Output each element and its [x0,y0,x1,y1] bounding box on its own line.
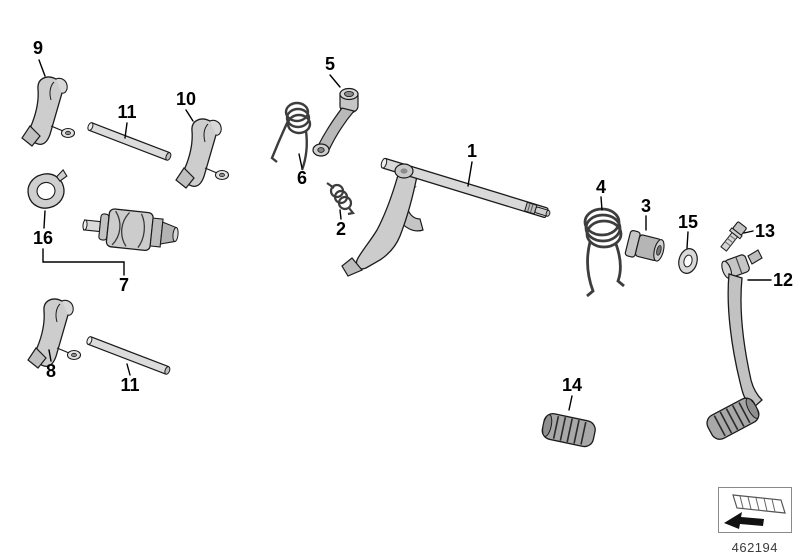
part-bolt-13 [720,221,747,252]
callout-6[interactable]: 6 [296,168,308,188]
part-torsion-spring-4 [583,207,625,298]
arrow-glyph [724,512,764,529]
callout-2[interactable]: 2 [335,219,347,239]
part-shift-drum-7 [82,208,179,252]
callout-1[interactable]: 1 [466,141,478,161]
thumbnail-graphic [724,494,786,529]
part-rubber-peg-14 [539,411,598,450]
callout-4[interactable]: 4 [595,177,607,197]
part-washer-15 [678,248,698,274]
part-shift-rod-11-top [86,121,173,162]
callout-14[interactable]: 14 [561,375,583,395]
callout-11-bottom[interactable]: 11 [120,375,140,395]
callout-5[interactable]: 5 [324,54,336,74]
callout-12[interactable]: 12 [772,270,794,290]
part-shift-fork-9 [21,76,76,147]
part-bushing-3 [624,230,665,262]
callout-9[interactable]: 9 [32,38,44,58]
diagram-number: 462194 [731,540,778,555]
part-torsion-spring-6 [270,101,312,171]
part-lock-plate-16 [27,168,68,209]
callout-15[interactable]: 15 [677,212,699,232]
hatch-lines [739,495,776,513]
part-gearshift-lever-12 [703,249,763,444]
leader-lines [38,59,772,411]
detail-thumbnail[interactable] [718,487,792,533]
callout-3[interactable]: 3 [640,196,652,216]
callout-13[interactable]: 13 [754,221,776,241]
callout-8[interactable]: 8 [45,361,57,381]
part-spring-2 [326,182,355,216]
part-shift-fork-10 [175,118,230,189]
part-shift-arm-5 [312,87,359,157]
part-selector-shaft-1 [341,157,551,277]
callout-10[interactable]: 10 [175,89,197,109]
callout-7[interactable]: 7 [118,275,130,295]
callout-11-top[interactable]: 11 [117,102,137,122]
callout-16[interactable]: 16 [32,228,54,248]
part-shift-fork-8 [27,298,82,369]
